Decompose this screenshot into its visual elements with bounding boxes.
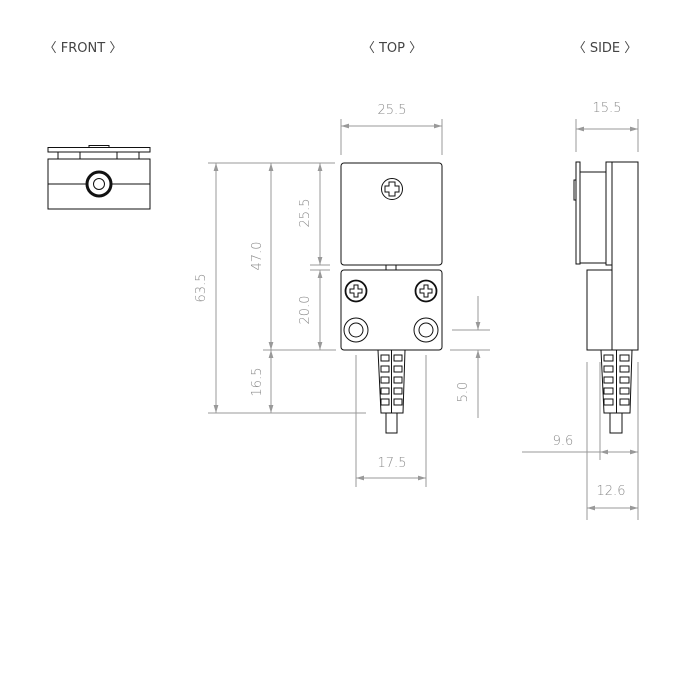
- screw-icon: [381, 178, 403, 200]
- front-view-title: 〈 FRONT 〉: [44, 41, 123, 56]
- front-view: [47, 145, 151, 210]
- side-dimensions: 15.5 9.6 12.6: [522, 101, 639, 520]
- top-dimensions: 25.5 63.5 47.0 16.5 25.5 20.0 5.0 17.5: [194, 103, 490, 487]
- dim-upper-block: 25.5: [298, 199, 313, 228]
- mounting-hole-icon: [413, 317, 439, 343]
- dim-side-width: 15.5: [593, 101, 622, 116]
- cable-strain-relief: [377, 349, 406, 434]
- mounting-hole-icon: [343, 317, 369, 343]
- dim-side-cable-offset: 9.6: [553, 434, 574, 449]
- top-view: [340, 162, 443, 434]
- screw-icon: [414, 279, 438, 303]
- dim-body-length: 47.0: [250, 242, 265, 271]
- dim-hole-offset: 5.0: [456, 382, 471, 403]
- side-view-title: 〈 SIDE 〉: [573, 41, 638, 56]
- top-view-title: 〈 TOP 〉: [362, 41, 422, 56]
- side-view: [573, 161, 639, 434]
- dim-total-length: 63.5: [194, 274, 209, 303]
- dim-side-lower-width: 12.6: [597, 484, 626, 499]
- screw-icon: [344, 279, 368, 303]
- dim-cable-span: 17.5: [378, 456, 407, 471]
- dim-top-width: 25.5: [378, 103, 407, 118]
- dim-cable-length: 16.5: [250, 368, 265, 397]
- dim-lower-block: 20.0: [298, 296, 313, 325]
